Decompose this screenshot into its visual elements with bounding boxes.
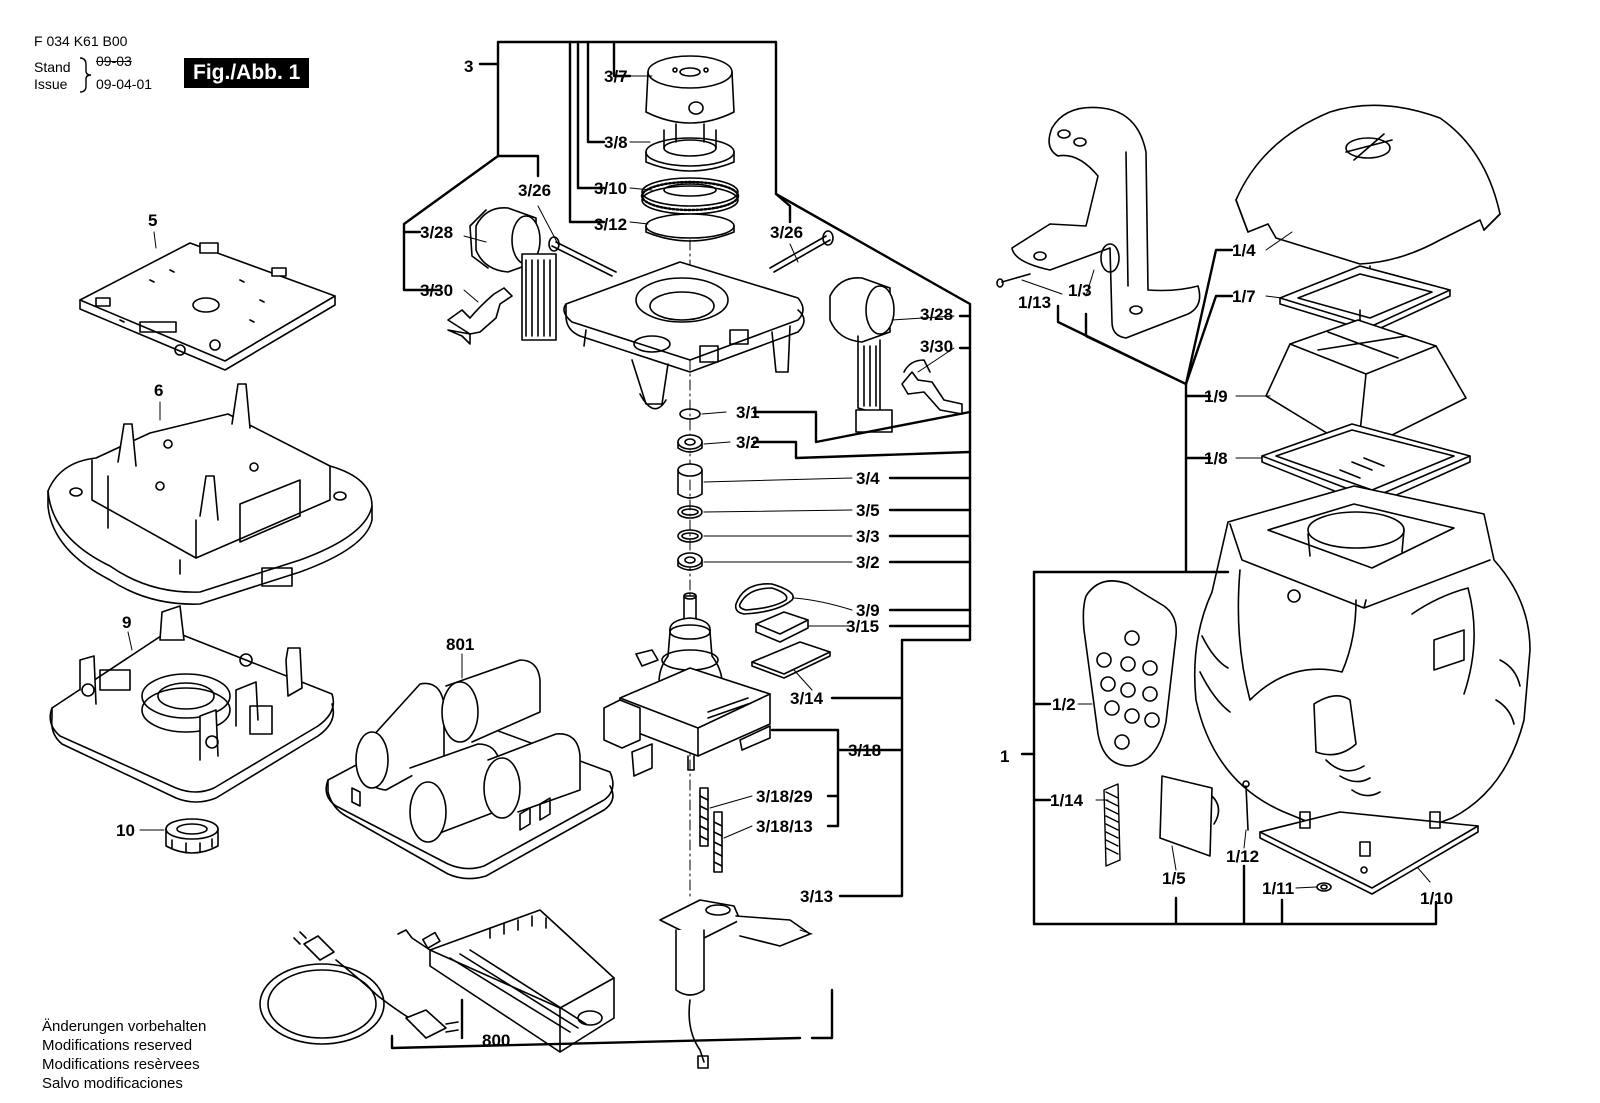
top-hood-part bbox=[1235, 104, 1501, 301]
callout-3-1: 3/1 bbox=[736, 403, 760, 422]
callout-1-9: 1/9 bbox=[1204, 387, 1228, 406]
bottom-board-part bbox=[1259, 811, 1479, 895]
leader-lines bbox=[390, 40, 1438, 1050]
callout-1-8: 1/8 bbox=[1204, 449, 1228, 468]
disclaimer: Änderungen vorbehalten Modifications res… bbox=[42, 1017, 206, 1093]
document-number: F 034 K61 B00 bbox=[34, 33, 128, 49]
callout-1-12: 1/12 bbox=[1226, 847, 1259, 866]
gear-wheel-part bbox=[640, 177, 740, 215]
laser-cap-part bbox=[645, 55, 735, 124]
housing-cover-part bbox=[47, 383, 373, 605]
main-housing-part bbox=[1193, 485, 1531, 849]
callout-1-5: 1/5 bbox=[1162, 869, 1186, 888]
callout-3-7: 3/7 bbox=[604, 67, 628, 86]
motor-clamp-part bbox=[447, 287, 963, 415]
keypad-part bbox=[1082, 580, 1178, 767]
callout-3-18-29: 3/18/29 bbox=[756, 787, 813, 806]
callout-3-28-left: 3/28 bbox=[420, 223, 453, 242]
callout-6: 6 bbox=[154, 381, 163, 400]
label-strip-part bbox=[1103, 783, 1121, 867]
callout-3-30-left: 3/30 bbox=[420, 281, 453, 300]
callout-3-28-right: 3/28 bbox=[920, 305, 953, 324]
screw-part bbox=[996, 273, 1031, 288]
main-module-part bbox=[603, 592, 771, 777]
callout-9: 9 bbox=[122, 613, 131, 632]
callout-10: 10 bbox=[116, 821, 135, 840]
battery-pack-part bbox=[325, 659, 614, 880]
callout-3-2-lower: 3/2 bbox=[856, 553, 880, 572]
disclaimer-line: Änderungen vorbehalten bbox=[42, 1018, 207, 1035]
issue-label: Issue bbox=[34, 76, 68, 92]
callout-3: 3 bbox=[464, 57, 473, 76]
callout-1-10: 1/10 bbox=[1420, 889, 1453, 908]
disclaimer-line: Salvo modificaciones bbox=[42, 1075, 183, 1092]
pcb-board-part bbox=[79, 242, 336, 371]
callout-3-5: 3/5 bbox=[856, 501, 880, 520]
callout-3-10: 3/10 bbox=[594, 179, 627, 198]
disclaimer-line: Modifications resèrvees bbox=[42, 1056, 200, 1073]
callout-3-26-right: 3/26 bbox=[770, 223, 803, 242]
callout-5: 5 bbox=[148, 211, 157, 230]
thin-leaders bbox=[127, 75, 1431, 935]
callout-3-4: 3/4 bbox=[856, 469, 880, 488]
issue-date: 09-04-01 bbox=[96, 76, 153, 92]
motor-unit-part bbox=[659, 899, 811, 1069]
callout-1-13: 1/13 bbox=[1018, 293, 1051, 312]
callout-1-4: 1/4 bbox=[1232, 241, 1256, 260]
callout-3-2-upper: 3/2 bbox=[736, 433, 760, 452]
callout-3-30-right: 3/30 bbox=[920, 337, 953, 356]
callout-3-9: 3/9 bbox=[856, 601, 880, 620]
callout-3-26-left: 3/26 bbox=[518, 181, 551, 200]
callout-1-11: 1/11 bbox=[1262, 879, 1294, 898]
cover-plate-part bbox=[1159, 775, 1220, 857]
sensor-board-part bbox=[751, 641, 831, 679]
callout-3-15: 3/15 bbox=[846, 617, 879, 636]
retaining-ring-part bbox=[645, 123, 735, 172]
adjusting-nut-part bbox=[165, 818, 219, 854]
stand-label: Stand bbox=[34, 59, 71, 75]
contact-spring-part bbox=[699, 787, 723, 873]
motor-platform-part bbox=[563, 261, 805, 410]
drive-belt-part bbox=[734, 583, 794, 615]
seal-frame-part bbox=[1279, 265, 1451, 333]
power-cable-part bbox=[259, 931, 459, 1045]
callout-3-18: 3/18 bbox=[848, 741, 881, 760]
disclaimer-line: Modifications reserved bbox=[42, 1037, 193, 1054]
bearing-stack-part bbox=[677, 408, 703, 571]
callout-3-8: 3/8 bbox=[604, 133, 628, 152]
brace-icon bbox=[79, 57, 92, 93]
base-frame-part bbox=[49, 605, 335, 803]
callout-801: 801 bbox=[446, 635, 474, 654]
callout-3-14: 3/14 bbox=[790, 689, 824, 708]
screw-part bbox=[1242, 780, 1250, 831]
carry-handle-part bbox=[1011, 106, 1201, 339]
charger-part bbox=[397, 909, 615, 1053]
rivet-part bbox=[1316, 882, 1332, 892]
spacer-disc-part bbox=[645, 213, 735, 242]
callout-1-14: 1/14 bbox=[1050, 791, 1084, 810]
figure-badge: Fig./Abb. 1 bbox=[184, 58, 310, 88]
callout-1: 1 bbox=[1000, 747, 1009, 766]
callout-1-3: 1/3 bbox=[1068, 281, 1092, 300]
callout-3-13: 3/13 bbox=[800, 887, 833, 906]
clip-part bbox=[755, 611, 809, 643]
old-date: 09-03 bbox=[96, 53, 132, 69]
drive-motor-part bbox=[469, 207, 895, 433]
callout-800: 800 bbox=[482, 1031, 510, 1050]
callout-3-12: 3/12 bbox=[594, 215, 627, 234]
callout-1-7: 1/7 bbox=[1232, 287, 1256, 306]
callout-1-2: 1/2 bbox=[1052, 695, 1076, 714]
callout-3-3: 3/3 bbox=[856, 527, 880, 546]
callout-3-18-13: 3/18/13 bbox=[756, 817, 813, 836]
